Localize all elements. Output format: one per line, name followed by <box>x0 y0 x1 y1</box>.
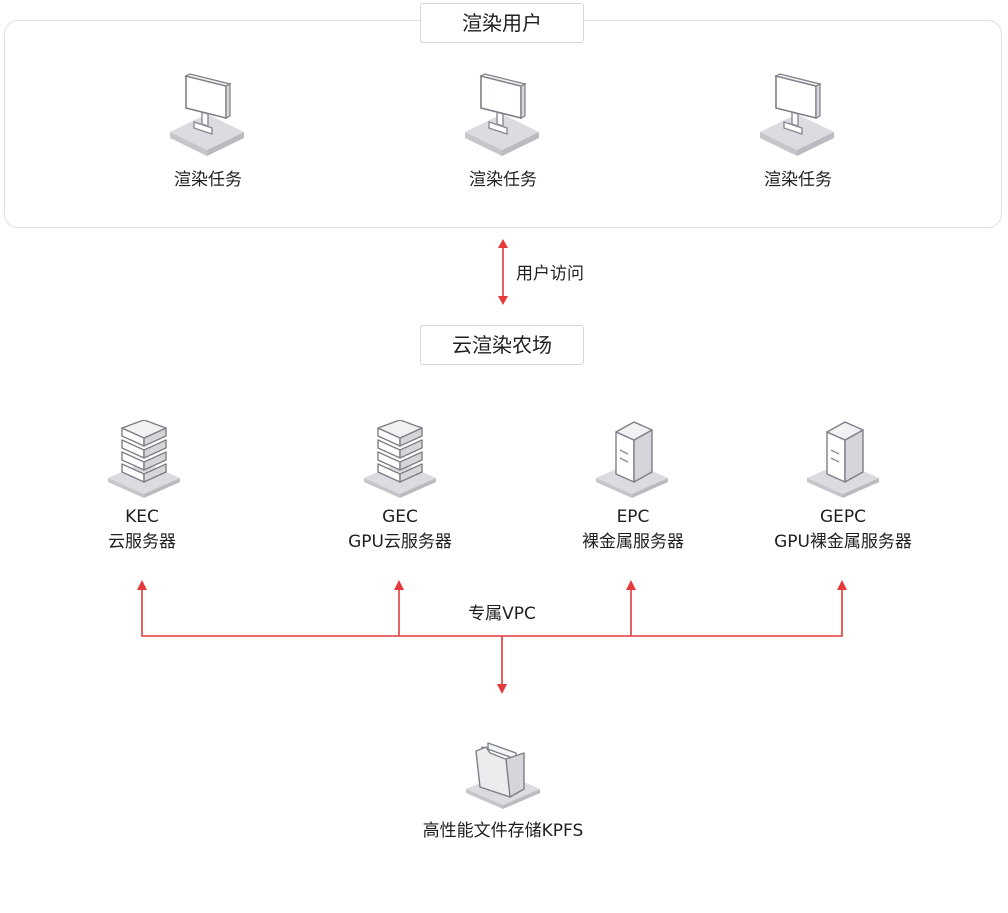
server-code: GEC <box>382 507 418 527</box>
render-task-label: 渲染任务 <box>764 170 832 190</box>
server-desc: 裸金属服务器 <box>582 532 684 552</box>
server-code: KEC <box>125 507 159 527</box>
server-code: GEPC <box>819 507 867 527</box>
monitor-icon <box>459 72 545 164</box>
monitor-icon <box>164 72 250 164</box>
tower-server-icon <box>590 420 674 502</box>
server-desc: 云服务器 <box>108 532 176 552</box>
farm-panel-title: 云渲染农场 <box>420 325 584 365</box>
server-label-gec: GEC GPU云服务器 <box>318 505 482 555</box>
server-desc: GPU云服务器 <box>348 532 452 552</box>
server-label-epc: EPC 裸金属服务器 <box>551 505 715 555</box>
server-desc: GPU裸金属服务器 <box>774 532 912 552</box>
server-stack-icon <box>358 419 442 502</box>
render-task-label: 渲染任务 <box>469 170 537 190</box>
server-stack-icon <box>102 419 186 502</box>
user-access-label: 用户访问 <box>516 264 584 284</box>
render-task-label: 渲染任务 <box>174 170 242 190</box>
storage-label: 高性能文件存储KPFS <box>422 821 584 841</box>
monitor-icon <box>754 72 840 164</box>
folder-icon <box>458 733 548 813</box>
users-panel-title: 渲染用户 <box>420 3 584 43</box>
vpc-label: 专属VPC <box>468 604 536 624</box>
tower-server-icon <box>801 420 885 502</box>
server-label-gepc: GEPC GPU裸金属服务器 <box>746 505 940 555</box>
server-label-kec: KEC 云服务器 <box>62 505 222 555</box>
server-code: EPC <box>616 507 650 527</box>
